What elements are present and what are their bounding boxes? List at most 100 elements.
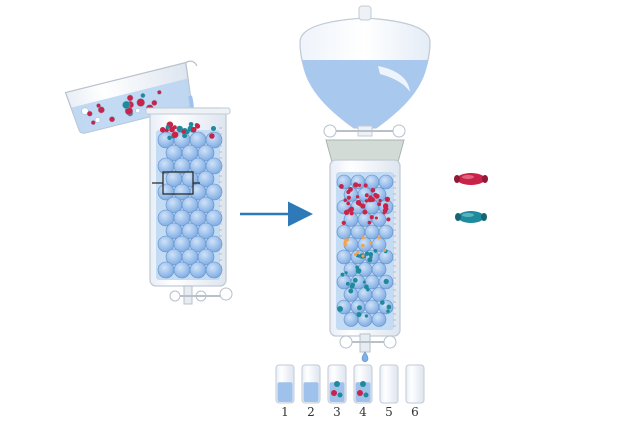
large-molecule xyxy=(348,206,355,212)
large-molecule xyxy=(341,220,346,226)
small-molecule xyxy=(356,305,363,311)
gel-bead xyxy=(343,312,359,327)
gel-bead xyxy=(350,174,366,190)
separatory-funnel xyxy=(299,5,431,138)
fraction-tube-4: 4 xyxy=(353,364,373,419)
sample-molecule xyxy=(151,99,158,106)
mixed-molecule xyxy=(354,252,358,257)
fraction-label: 3 xyxy=(333,405,341,419)
large-molecule xyxy=(364,199,369,203)
gel-bead xyxy=(205,261,223,279)
sample-molecule xyxy=(140,93,146,98)
fraction-tube-1: 1 xyxy=(275,364,295,419)
eluate-drop xyxy=(361,351,369,363)
large-molecule xyxy=(357,390,363,396)
gel-bead xyxy=(205,183,223,201)
small-molecule xyxy=(363,392,369,398)
fraction-label: 1 xyxy=(281,405,289,419)
gel-bead xyxy=(371,287,387,302)
gel-bead xyxy=(173,261,191,279)
large-molecule xyxy=(171,131,179,138)
large-molecule xyxy=(362,209,368,215)
fraction-tube-glass xyxy=(379,364,399,404)
gel-bead xyxy=(336,274,352,290)
sample-molecule xyxy=(90,120,96,125)
gel-bead xyxy=(364,299,380,315)
large-molecule xyxy=(384,196,391,202)
large-molecule xyxy=(164,128,169,133)
mixed-molecule xyxy=(344,238,348,242)
small-molecule xyxy=(368,252,374,257)
gel-bead xyxy=(205,157,223,175)
small-molecule xyxy=(383,278,389,285)
large-molecule xyxy=(343,209,350,216)
gel-bead xyxy=(371,212,387,227)
large-molecule xyxy=(346,195,351,200)
small-molecule xyxy=(334,381,340,387)
sample-molecule xyxy=(157,90,162,95)
small-molecule xyxy=(362,280,366,284)
large-molecule xyxy=(209,133,215,139)
large-molecule xyxy=(348,187,353,192)
gel-bead xyxy=(357,287,373,302)
bead-magnifier-marker xyxy=(152,171,200,195)
mixed-molecule xyxy=(361,254,365,258)
large-molecule xyxy=(331,390,337,396)
small-molecule xyxy=(386,304,392,310)
large-molecule xyxy=(378,198,382,203)
large-molecule xyxy=(382,211,386,215)
mixed-molecule xyxy=(343,243,347,247)
fraction-label: 6 xyxy=(411,405,419,419)
fraction-tube-5: 5 xyxy=(379,364,399,419)
small-molecule xyxy=(364,251,370,256)
fraction-tube-glass xyxy=(405,364,425,404)
fraction-tube-2: 2 xyxy=(301,364,321,419)
small-molecule xyxy=(337,306,343,312)
large-molecule xyxy=(191,126,197,133)
gel-bead xyxy=(364,174,380,190)
small-molecule xyxy=(337,392,343,398)
small-molecule xyxy=(176,125,183,133)
sample-molecule xyxy=(94,117,101,123)
gel-bead xyxy=(189,261,207,279)
large-molecule xyxy=(368,195,373,200)
sample-molecule xyxy=(81,107,89,115)
large-molecule xyxy=(353,182,359,188)
sample-molecule xyxy=(135,108,141,114)
large-molecule xyxy=(159,127,166,133)
fraction-label: 4 xyxy=(359,405,367,419)
large-molecule xyxy=(383,206,389,212)
large-molecule xyxy=(195,123,201,129)
small-molecule xyxy=(340,272,345,277)
gel-bead xyxy=(197,170,215,188)
small-molecule xyxy=(167,135,172,140)
small-molecule xyxy=(356,312,362,318)
mixed-molecule xyxy=(361,235,365,240)
large-molecule xyxy=(364,193,369,198)
left-column-assembly xyxy=(64,60,233,305)
small-molecule xyxy=(165,125,170,130)
small-molecule xyxy=(364,314,369,318)
right-stopcock xyxy=(339,333,397,363)
sample-molecule xyxy=(126,94,134,102)
gel-bead xyxy=(197,248,215,266)
column-stopper xyxy=(325,139,405,163)
gel-bead xyxy=(378,174,394,190)
gel-bead xyxy=(157,261,175,279)
mixed-molecule xyxy=(356,250,360,254)
gel-bead xyxy=(343,262,359,277)
small-molecule xyxy=(373,249,378,253)
gel-bead xyxy=(336,224,352,240)
gel-bead xyxy=(197,196,215,214)
fraction-tube-liquid xyxy=(303,382,319,402)
small-molecule xyxy=(360,381,366,387)
gel-bead xyxy=(357,237,373,252)
large-molecule xyxy=(377,202,382,207)
small-molecule xyxy=(345,281,350,286)
large-molecule-icon xyxy=(454,173,488,185)
gel-bead xyxy=(197,144,215,162)
fraction-tube-liquid xyxy=(277,382,293,402)
large-molecule xyxy=(349,211,354,216)
large-molecule xyxy=(343,198,347,202)
small-molecule xyxy=(210,125,217,132)
